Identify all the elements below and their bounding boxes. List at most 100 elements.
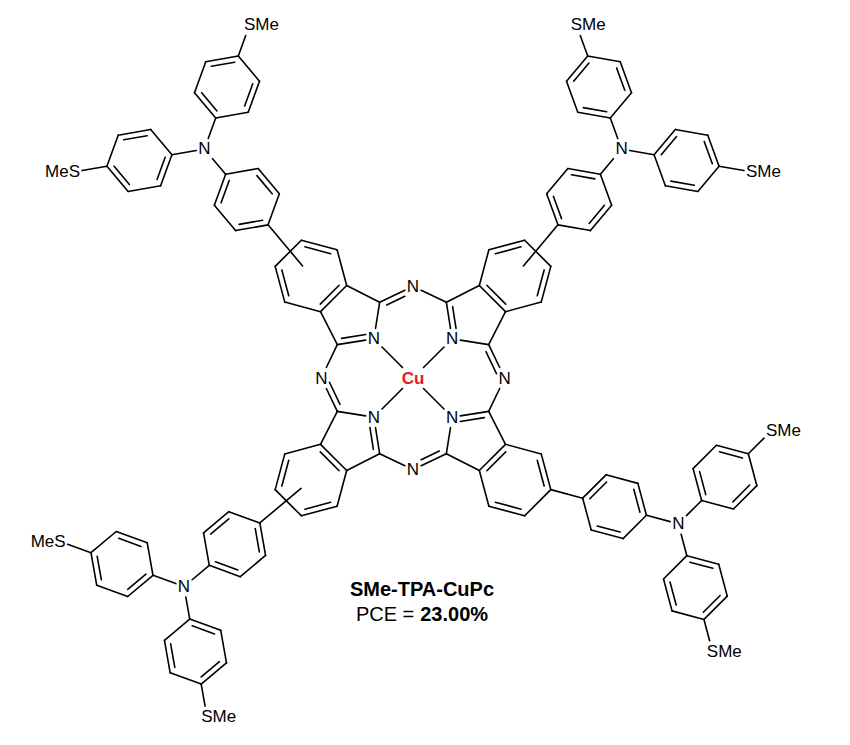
bond-line [229, 512, 260, 523]
bond-line [91, 553, 97, 585]
bond-line [170, 673, 201, 684]
bond-line [382, 347, 403, 368]
bond-line [479, 250, 489, 286]
label-holder: SMe [571, 16, 606, 34]
bond-line [321, 411, 338, 444]
bond-line [238, 35, 245, 56]
label-holder: N [368, 409, 380, 427]
bond-line [172, 150, 196, 154]
bond-line [702, 500, 734, 509]
label-holder: PCE = [356, 604, 414, 625]
bond-line [257, 176, 272, 194]
bond-line [221, 630, 227, 662]
bond-line [620, 62, 631, 93]
atom-label: N [315, 370, 327, 387]
bond-line [337, 250, 347, 286]
bond-line [214, 205, 235, 230]
label-holder: SMe [201, 708, 236, 726]
bond-line [704, 141, 712, 163]
bond-line [671, 181, 694, 185]
bond-line [301, 506, 337, 516]
bond-line [580, 35, 587, 56]
bond-line [719, 166, 744, 170]
bond-line [634, 489, 640, 512]
bond-line [248, 81, 259, 112]
bond-line [646, 515, 670, 521]
bond-line [578, 112, 610, 118]
label-holder: N [315, 370, 327, 388]
bond-line [424, 347, 445, 368]
sulfur-label: SMe [201, 708, 236, 725]
bond-line [704, 619, 710, 640]
atom-label: N [499, 370, 511, 387]
bond-line [589, 205, 604, 223]
bond-line [282, 460, 289, 486]
bond-line [600, 174, 611, 205]
bond-line [211, 62, 234, 66]
label-holder: N [499, 370, 511, 388]
sulfur-label: MeS [45, 163, 80, 180]
bond-line [226, 169, 258, 175]
bond-line [216, 562, 238, 570]
bond-line [268, 225, 303, 266]
bond-line [460, 340, 488, 345]
label-holder: N [446, 330, 458, 348]
bond-line [370, 428, 373, 450]
bond-line [320, 452, 339, 471]
bond-line [342, 335, 366, 339]
bond-line [460, 418, 484, 422]
bond-line [202, 93, 217, 111]
label-holder: MeS [31, 533, 66, 551]
bond-line [606, 475, 638, 484]
atom-label: N [672, 515, 684, 532]
bond-line [275, 240, 301, 266]
bond-line [460, 411, 488, 416]
bond-line [600, 159, 613, 175]
bond-line [119, 538, 141, 546]
bond-line [337, 411, 365, 415]
bond-line [748, 438, 764, 454]
bond-line [91, 532, 116, 553]
bond-line [708, 135, 719, 166]
bond-line [551, 490, 583, 499]
bond-line [665, 186, 697, 192]
atom-label: N [446, 330, 458, 347]
metal-label: Cu [402, 370, 425, 387]
bond-line [703, 595, 720, 612]
bond-line [489, 312, 506, 345]
bond-line [489, 240, 525, 250]
atom-label: N [368, 330, 380, 347]
bond-line [675, 129, 707, 135]
bond-line [275, 454, 285, 490]
bond-line [194, 62, 205, 93]
bond-line [201, 684, 205, 706]
bond-line [661, 137, 676, 155]
bond-line [116, 532, 147, 543]
bond-line [380, 454, 405, 466]
bond-line [479, 470, 489, 506]
bond-line [610, 93, 631, 118]
atom-label: N [407, 461, 419, 478]
bond-line [164, 640, 170, 672]
bond-line [610, 118, 617, 138]
bond-line [693, 445, 716, 468]
bond-line [326, 389, 337, 412]
bond-line [495, 247, 521, 254]
bond-line [206, 56, 238, 62]
bond-line [236, 225, 268, 231]
bond-line [128, 186, 160, 192]
bond-line [186, 597, 190, 619]
bond-line [240, 555, 265, 576]
sulfur-label: SMe [766, 422, 801, 439]
bond-line [617, 68, 625, 90]
bond-line [571, 175, 594, 179]
efficiency-value: 23.00% [420, 604, 488, 624]
bond-line [157, 157, 165, 179]
bond-line [654, 155, 665, 186]
label-holder: N [672, 515, 684, 533]
bond-line [209, 565, 240, 576]
atom-label: N [446, 409, 458, 426]
bond-line [164, 619, 189, 640]
bond-line [380, 290, 405, 302]
